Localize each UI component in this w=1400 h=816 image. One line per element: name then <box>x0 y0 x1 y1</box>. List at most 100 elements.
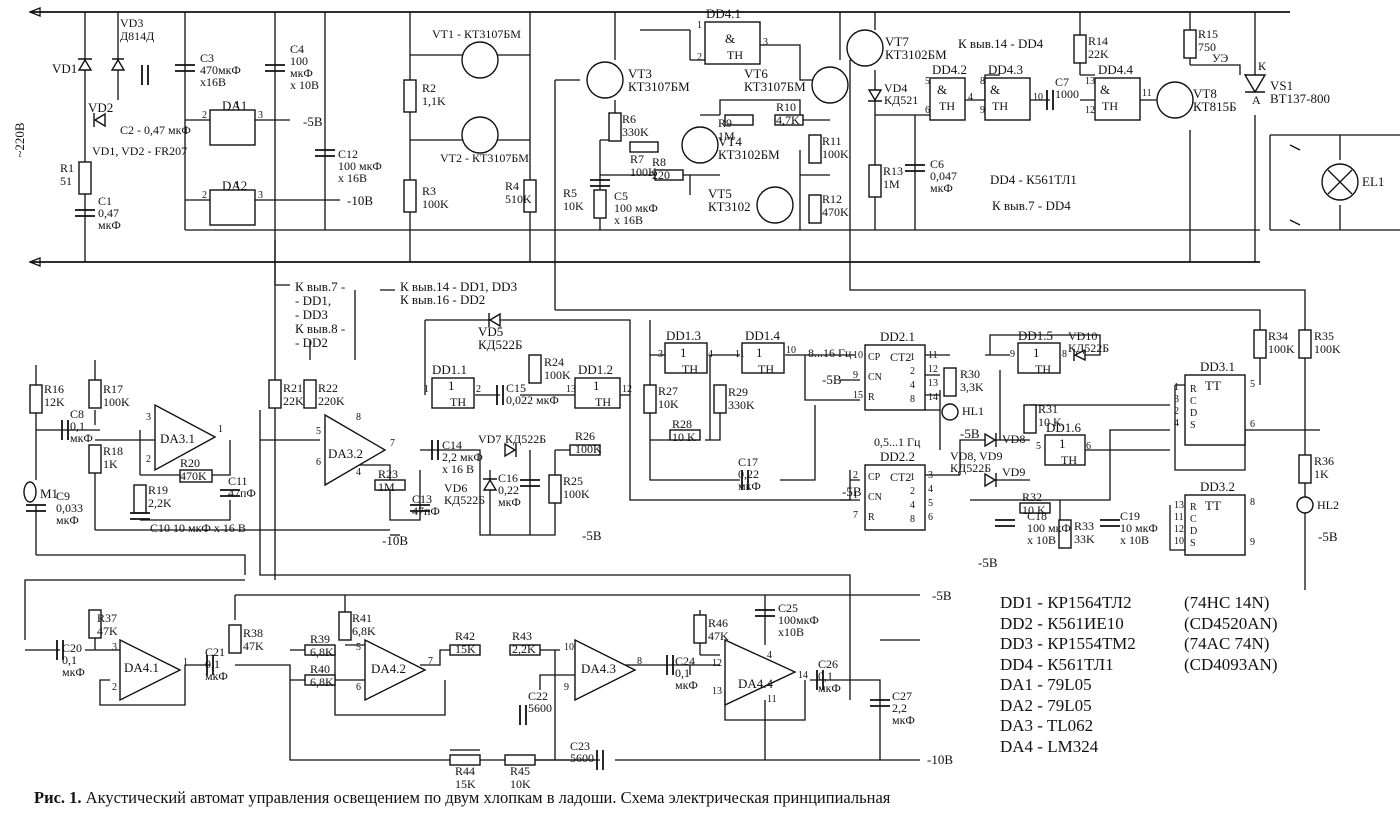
gate-dd14-schmitt: TH <box>758 362 774 376</box>
resistor-r33 <box>1058 519 1072 549</box>
diode-vd4 <box>867 89 883 102</box>
capacitor-c25-label: C25 <box>778 601 798 615</box>
capacitor-c20-label: C20 <box>62 641 82 655</box>
flipflop-dd32-pin: D <box>1190 526 1197 537</box>
resistor-r39 <box>304 644 336 656</box>
triac-vs1 <box>1243 74 1267 94</box>
resistor-r38-ref: R38 <box>243 626 263 640</box>
diode-vd8-ref: VD8 <box>1002 432 1025 446</box>
ic-da41-name: DA4.1 <box>124 660 159 675</box>
gate-dd42-pinnum: 4 <box>968 92 973 103</box>
resistor-r37-value: 47K <box>97 624 118 638</box>
resistor-r6-ref: R6 <box>622 112 636 126</box>
resistor-r16-ref: R16 <box>44 382 64 396</box>
led-hl1 <box>941 403 959 421</box>
resistor-r18-value: 1K <box>103 457 118 471</box>
resistor-r20-ref: R20 <box>180 456 200 470</box>
resistor-r3-ref: R3 <box>422 184 436 198</box>
resistor-r29-ref: R29 <box>728 385 748 399</box>
capacitor-c18 <box>995 519 1015 527</box>
mains-label: ~220В <box>12 122 27 158</box>
capacitor-c13 <box>410 504 430 512</box>
capacitor-c4-label: 100 <box>290 54 308 68</box>
transistor-vt2-label: VT2 - КТ3107БМ <box>440 151 529 165</box>
flipflop-dd31-sym: TT <box>1205 378 1221 393</box>
regulator-da1 <box>209 109 256 146</box>
transistor-vt7 <box>846 29 884 67</box>
gate-dd11-symbol: 1 <box>448 378 455 393</box>
resistor-r16 <box>29 384 43 414</box>
resistor-r33-value: 33K <box>1074 532 1095 546</box>
part-name: DA4 - LM324 <box>1000 736 1099 756</box>
rail-m5_hl2: -5В <box>1318 529 1338 544</box>
note-dd4-v14: К выв.14 - DD4 <box>958 36 1044 51</box>
lamp-el1-ref: EL1 <box>1362 174 1384 189</box>
part-name: DA1 - 79L05 <box>1000 675 1092 694</box>
resistor-r9-value: 1M <box>718 129 735 143</box>
ic-dd43-name: DD4.3 <box>988 62 1023 77</box>
freq-label-1: 8...16 Гц <box>808 346 852 360</box>
resistor-r2 <box>403 79 417 113</box>
transistor-vt7-label: КТ3102БМ <box>885 47 947 62</box>
diode-vd6-label: VD6 <box>444 481 467 495</box>
capacitor-c22-label: 5600 <box>528 701 552 715</box>
resistor-r21 <box>268 379 282 409</box>
diode-vd9 <box>984 472 997 488</box>
gate-dd15 <box>1017 342 1061 374</box>
gate-dd42-symbol: & <box>937 82 947 97</box>
flipflop-dd32-sym: TT <box>1205 498 1221 513</box>
ic-da43-pinnum: 9 <box>564 682 569 693</box>
resistor-r19-ref: R19 <box>148 483 168 497</box>
opamp-da32 <box>324 413 387 487</box>
flipflop-dd32-pin: C <box>1190 514 1197 525</box>
transistor-vt5 <box>756 186 794 224</box>
diode-vd6 <box>482 478 498 491</box>
ic-da31-name: DA3.1 <box>160 431 195 446</box>
resistor-r14-ref: R14 <box>1088 34 1108 48</box>
gate-dd41-pinnum: 2 <box>697 52 702 63</box>
capacitor-c25-label: 100мкФ <box>778 613 819 627</box>
resistor-r32-ref: R32 <box>1022 490 1042 504</box>
ic-da44-pinnum: 12 <box>712 658 722 669</box>
resistor-r32 <box>1019 502 1051 514</box>
capacitor-c19 <box>1100 519 1120 527</box>
resistor-r41-ref: R41 <box>352 611 372 625</box>
resistor-r7 <box>629 141 659 153</box>
capacitor-c12-label: 100 мкФ <box>338 159 382 173</box>
capacitor-c26 <box>816 670 824 690</box>
resistor-r23-value: 1M <box>378 480 395 494</box>
ic-da2-pinnum: 2 <box>202 190 207 201</box>
counter-dd22-pinnum: 5 <box>928 498 933 509</box>
resistor-r40-ref: R40 <box>310 662 330 676</box>
counter-dd21-pinnum: 13 <box>928 378 938 389</box>
resistor-r20-value: 470K <box>180 469 207 483</box>
resistor-r42-value: 15K <box>455 642 476 656</box>
flipflop-dd32-pin: S <box>1190 538 1196 549</box>
ic-da42-pinnum: 6 <box>356 682 361 693</box>
capacitor-c3 <box>175 64 195 72</box>
transistor-vt6 <box>811 66 849 104</box>
parts-list-row: DD4 - К561ТЛ1(CD4093AN) <box>1000 655 1278 676</box>
capacitor-c20-label: мкФ <box>62 665 85 679</box>
gate-dd44-pinnum: 12 <box>1085 105 1095 116</box>
counter-dd22-weight: 4 <box>910 500 915 511</box>
ic-da44-pinnum: 13 <box>712 686 722 697</box>
resistor-r41-value: 6,8K <box>352 624 376 638</box>
counter-dd21-weight: 2 <box>910 366 915 377</box>
capacitor-c6-label: мкФ <box>930 181 953 195</box>
capacitor-c1-label: 0,47 <box>98 206 119 220</box>
gate-dd41-pinnum: 1 <box>697 20 702 31</box>
resistor-r14-value: 22K <box>1088 47 1109 61</box>
diode-vd1-ref: VD1 <box>52 61 77 76</box>
gate-dd12-schmitt: TH <box>595 395 611 409</box>
capacitor-c6-label: 0,047 <box>930 169 957 183</box>
capacitor-c16-label: C16 <box>498 471 518 485</box>
counter-dd21-pinnum: 12 <box>928 364 938 375</box>
capacitor-c14 <box>431 440 439 460</box>
capacitor-c11-label: C11 <box>228 474 248 488</box>
flipflop-dd31-pin: D <box>1190 408 1197 419</box>
note-dd1-dd3-v7: К выв.7 - <box>295 279 345 294</box>
gate-dd16-symbol: 1 <box>1059 436 1066 451</box>
resistor-r26-value: 100K <box>575 442 602 456</box>
resistor-r18-ref: R18 <box>103 444 123 458</box>
